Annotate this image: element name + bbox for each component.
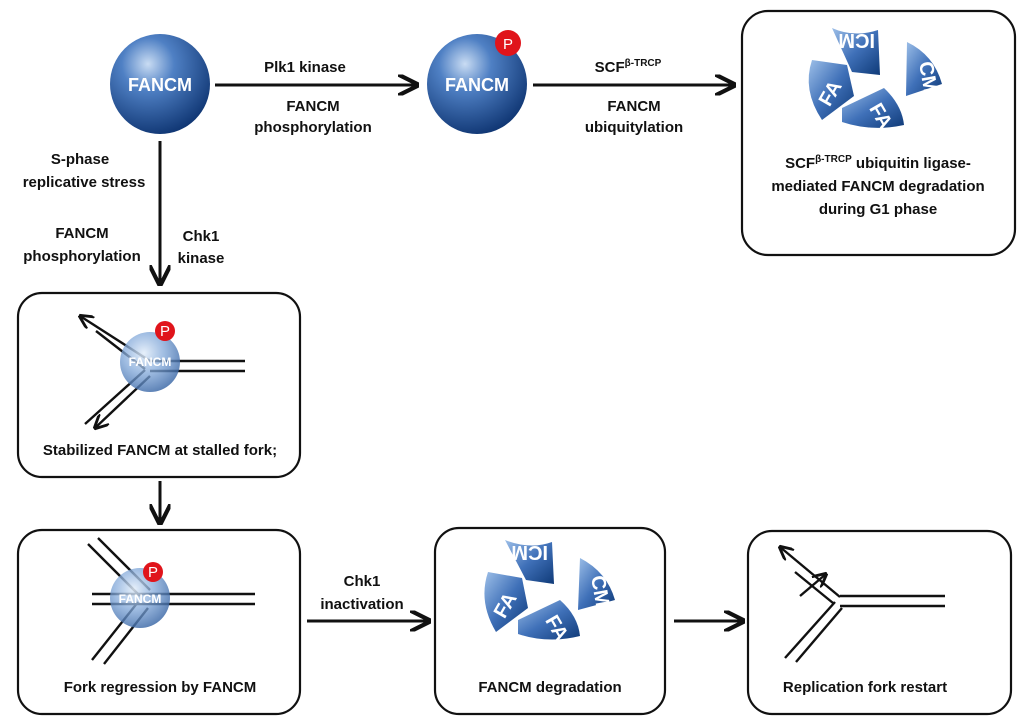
- replicative-stress-label: replicative stress: [23, 174, 146, 191]
- plk1-arrow: Plk1 kinase FANCM phosphorylation: [215, 59, 415, 136]
- fancm-degradation-box: ICM CM FA FA FANCM degradation: [433, 526, 667, 716]
- frag-b-2: [578, 558, 615, 610]
- fancm-degradation-caption: FANCM degradation: [478, 679, 621, 696]
- stalled-phospho-badge: [155, 321, 175, 341]
- scf-fancm-label: FANCM: [607, 98, 660, 115]
- sphase-label: S-phase: [51, 151, 109, 168]
- frag-b-1: [505, 540, 554, 584]
- scf-label-base: SCF: [595, 59, 625, 76]
- degradation-g1-sup: β-TRCP: [815, 154, 852, 165]
- regression-phospho-badge: [143, 562, 163, 582]
- fragment-2: [906, 42, 942, 96]
- stalled-fork-caption: Stabilized FANCM at stalled fork;: [43, 442, 277, 459]
- fancm-ball-label: FANCM: [128, 75, 192, 95]
- frag-b-2-text: CM: [586, 574, 613, 608]
- fancm-phospho-node: FANCM P: [427, 30, 527, 134]
- degradation-g1-rest: ubiquitin ligase-: [852, 155, 971, 172]
- fancm-phospho-ball: [427, 34, 527, 134]
- chk1-phosphorylation-label: phosphorylation: [23, 248, 141, 265]
- chk1-label: Chk1: [183, 228, 220, 245]
- degradation-g1-box: ICM CM FA FA SCFβ-TRCP ubiquitin ligase-…: [740, 9, 1017, 257]
- fragments-bottom: ICM CM FA FA: [484, 540, 615, 645]
- frag-b-3: [484, 572, 528, 632]
- phospho-badge-label: P: [503, 36, 513, 53]
- fancm-start-node: FANCM: [110, 34, 210, 134]
- phospho-badge: [495, 30, 521, 56]
- frag-b-1-text: ICM: [511, 541, 548, 563]
- stalled-fork-ball-label: FANCM: [129, 355, 172, 369]
- stalled-fork-box: FANCM P Stabilized FANCM at stalled fork…: [16, 291, 302, 479]
- chk1-inact-label2: inactivation: [320, 596, 403, 613]
- fragment-3: [808, 60, 854, 120]
- fork-regression-box: FANCM P Fork regression by FANCM: [16, 528, 302, 716]
- chk1-inact-label1: Chk1: [344, 573, 381, 590]
- scf-label-sup: β-TRCP: [625, 58, 662, 69]
- chk1-fancm-label: FANCM: [55, 225, 108, 242]
- vertical-arrow: S-phase replicative stress FANCM phospho…: [23, 141, 225, 282]
- fragment-1-text: ICM: [838, 29, 875, 51]
- chk1-inactivation-arrow: Chk1 inactivation: [307, 573, 427, 621]
- regression-ball: [110, 568, 170, 628]
- fork-restart-caption: Replication fork restart: [783, 679, 947, 696]
- scf-arrow: SCFβ-TRCP FANCM ubiquitylation: [533, 58, 732, 136]
- degradation-g1-line3: during G1 phase: [819, 201, 937, 218]
- fragments-top: ICM CM FA FA: [808, 28, 942, 133]
- fancm-phospho-label: FANCM: [445, 75, 509, 95]
- plk1-kinase-label: Plk1 kinase: [264, 59, 346, 76]
- degradation-g1-line1: SCFβ-TRCP ubiquitin ligase-: [785, 154, 971, 172]
- plk1-fancm-label: FANCM: [286, 98, 339, 115]
- stalled-fork-ball: [120, 332, 180, 392]
- fragment-4: [842, 88, 904, 128]
- regression-phospho-label: P: [148, 564, 158, 581]
- scf-label: SCFβ-TRCP: [595, 58, 662, 76]
- frag-b-4: [518, 600, 580, 640]
- fancm-ball: [110, 34, 210, 134]
- fragment-1: [832, 28, 880, 75]
- fork-regression-caption: Fork regression by FANCM: [64, 679, 257, 696]
- scf-ubiquitylation-label: ubiquitylation: [585, 119, 683, 136]
- plk1-phosphorylation-label: phosphorylation: [254, 119, 372, 136]
- fork-restart-box: Replication fork restart: [746, 529, 1013, 716]
- degradation-g1-line2: mediated FANCM degradation: [771, 178, 984, 195]
- stalled-phospho-label: P: [160, 323, 170, 340]
- regression-ball-label: FANCM: [119, 592, 162, 606]
- fragment-2-text: CM: [914, 60, 941, 94]
- chk1-kinase-label: kinase: [178, 250, 225, 267]
- degradation-g1-scf: SCF: [785, 155, 815, 172]
